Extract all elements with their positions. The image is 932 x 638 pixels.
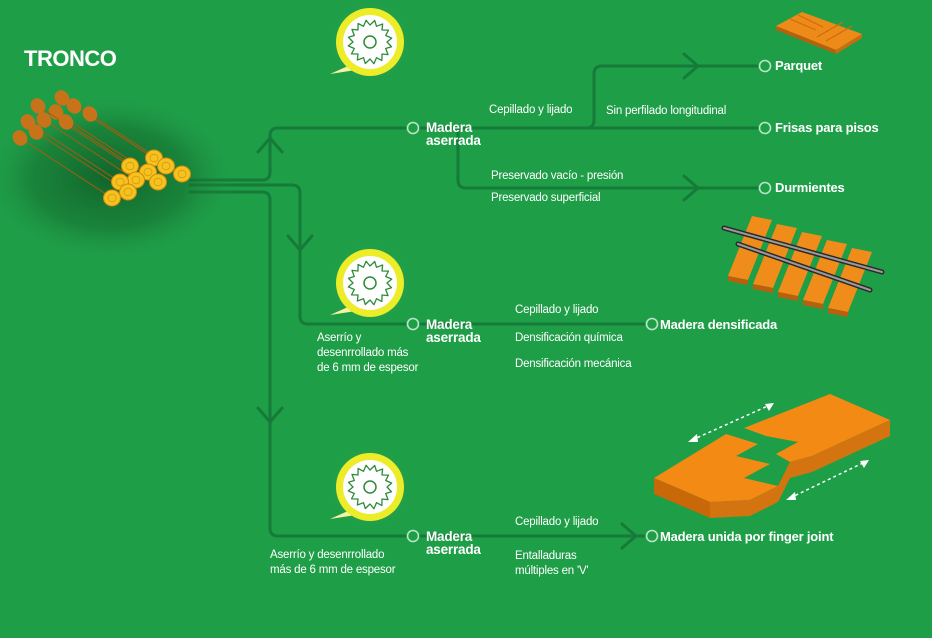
saw-blade-icon [330,447,410,527]
node-marker [645,529,659,543]
connector-log-to-branch3 [188,190,407,538]
product-label-densificada: Madera densificada [660,317,778,332]
connector-log-to-branch2 [188,183,407,326]
page-title: TRONCO [24,46,117,71]
node-label-line1: Madera [426,529,473,544]
note-line: más de 6 mm de espesor [270,564,396,576]
arrow-up-icon [256,136,284,154]
product-label-durmientes: Durmientes [775,180,845,195]
process-label-multiline: Entalladuras múltiples en 'V' [515,549,589,579]
connector-lines [188,64,759,538]
node-label-line1: Madera [426,120,473,135]
process-line: Entalladuras [515,550,577,562]
arrow-down-icon [286,234,314,252]
parquet-icon [776,12,862,54]
arrow-right-icon [682,174,700,202]
process-note: Aserrío y desenrrollado más de 6 mm de e… [317,331,418,376]
node-marker [758,59,772,73]
node-marker [758,121,772,135]
saw-blade-icon [330,243,410,323]
process-label: Cepillado y lijado [489,104,573,116]
product-label-frisas: Frisas para pisos [775,120,879,135]
process-label: Cepillado y lijado [515,516,599,528]
connector-to-parquet [418,64,759,130]
railroad-sleepers-icon [721,216,885,317]
note-line: Aserrío y desenrrollado [270,549,385,561]
node-marker [406,121,420,135]
node-label-line2: aserrada [426,133,481,148]
log-pile-icon [0,90,240,263]
arrow-down-icon [256,406,284,424]
process-label: Densificación química [515,332,623,344]
node-marker [758,181,772,195]
connector-log-to-branch1 [188,126,407,182]
note-line: desenrrollado más [317,347,409,359]
node-marker [406,529,420,543]
process-label: Cepillado y lijado [515,304,599,316]
node-label-line2: aserrada [426,542,481,557]
arrow-right-icon [620,522,638,550]
node-label-line2: aserrada [426,330,481,345]
process-label: Sin perfilado longitudinal [606,105,727,117]
process-note: Aserrío y desenrrollado más de 6 mm de e… [270,548,396,578]
product-label-finger-joint: Madera unida por finger joint [660,529,834,544]
node-marker [645,317,659,331]
process-label: Preservado superficial [491,192,601,204]
arrowheads [256,52,700,550]
note-line: Aserrío y [317,332,362,344]
product-label-parquet: Parquet [775,58,823,73]
node-madera-aserrada-3: Madera aserrada [426,529,481,557]
process-line: múltiples en 'V' [515,565,589,577]
node-markers [406,59,772,543]
node-label-line1: Madera [426,317,473,332]
connector-to-durmientes [456,128,759,190]
saw-blade-icon [330,2,410,82]
node-madera-aserrada-2: Madera aserrada [426,317,481,345]
arrow-right-icon [682,52,700,80]
note-line: de 6 mm de espesor [317,362,419,374]
process-label: Densificación mecánica [515,358,632,370]
process-label: Preservado vacío - presión [491,170,624,182]
finger-joint-icon [654,394,890,518]
node-marker [406,317,420,331]
node-madera-aserrada-1: Madera aserrada [426,120,481,148]
